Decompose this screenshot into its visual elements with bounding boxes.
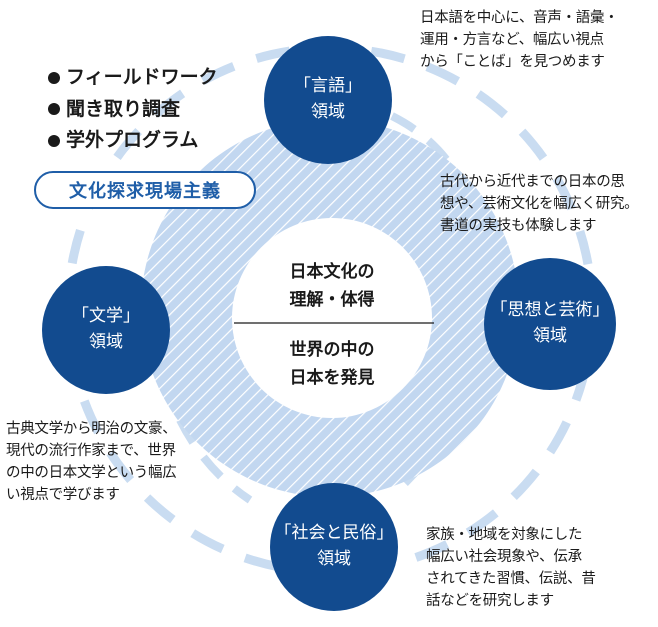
literature-description: 古典文学から明治の文豪、 現代の流行作家まで、世界 の中の日本文学という幅広 い… [6,421,177,503]
circle-thought-label: 「思想と芸術」 領域 [490,300,610,346]
striped-ring [140,119,519,497]
center-top-text: 日本文化の 理解・体得 [289,262,375,310]
thought-description: 古代から近代までの日本の思 想や、芸術文化を幅広く研究。 書道の実技も体験します [440,174,639,234]
circle-thought-shape [484,258,616,390]
dash-arc-bottom-left [176,418,253,504]
society-description: 家族・地域を対象にした 幅広い社会現象や、伝承 されてきた習慣、伝説、昔 話など… [426,527,596,609]
circle-language-label: 「言語」 領域 [294,76,362,122]
center-bottom-text: 世界の中の 日本を発見 [289,340,375,388]
circle-society-label: 「社会と民俗」 領域 [274,523,394,569]
bullet-icon [48,134,60,147]
dash-arc-right-top [390,112,484,231]
center-circle [232,218,432,418]
method-item: フィールドワーク [48,62,218,94]
method-item: 学外プログラム [48,125,218,157]
method-item: 聞き取り調査 [48,94,218,126]
circle-society-shape [270,483,398,611]
circle-literature-shape [42,266,170,394]
methods-list: フィールドワーク 聞き取り調査 学外プログラム [48,62,218,157]
motto-badge: 文化探求現場主義 [34,171,256,209]
circle-language-shape [264,36,392,164]
bullet-icon [48,71,60,84]
circle-literature-label: 「文学」 領域 [72,306,140,352]
bullet-icon [48,103,60,116]
language-description: 日本語を中心に、音声・語彙・ 運用・方言など、幅広い視点 から「ことば」を見つめ… [420,10,619,70]
